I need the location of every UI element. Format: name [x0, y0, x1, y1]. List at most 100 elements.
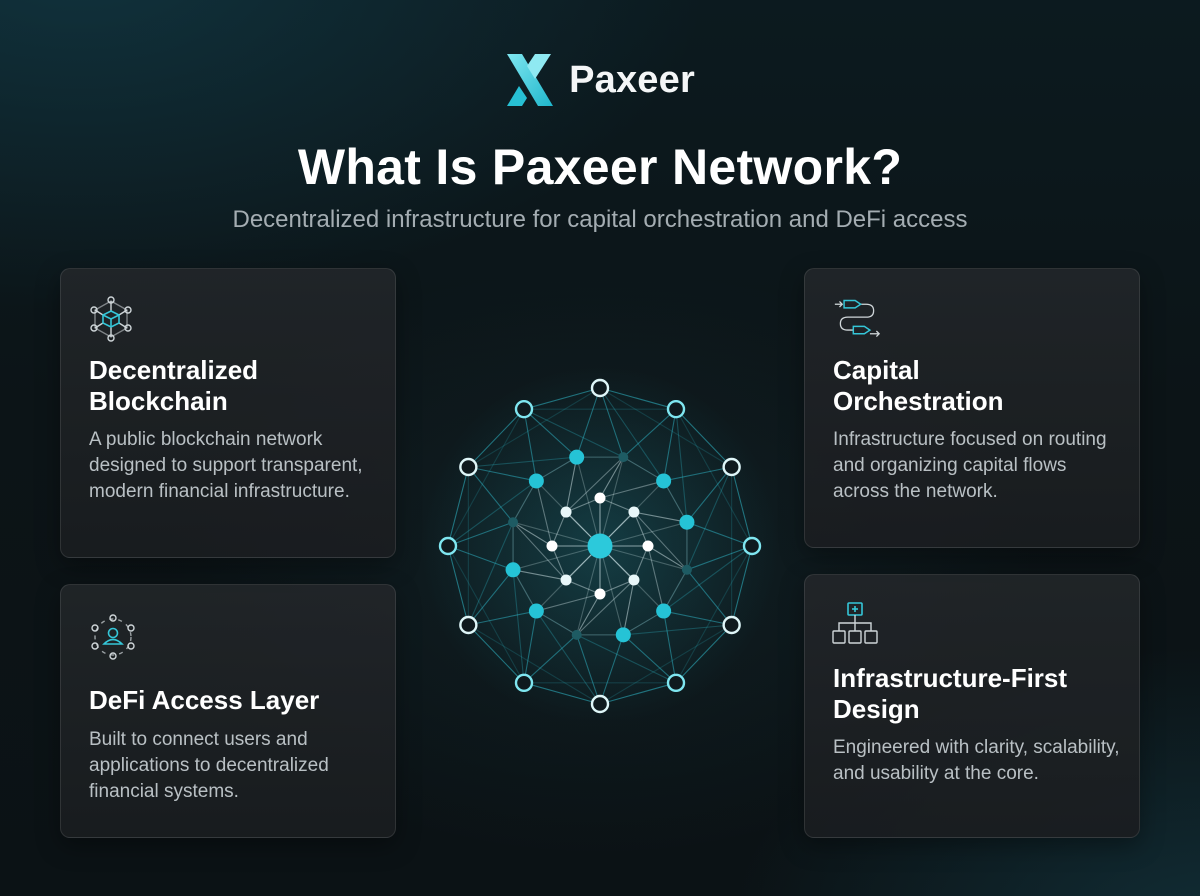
network-edge	[447, 545, 514, 571]
network-edge	[468, 624, 601, 705]
network-node-mid	[569, 449, 585, 465]
network-edge	[512, 569, 537, 612]
card-description: Infrastructure focused on routing and or…	[833, 429, 1107, 502]
network-node-outer	[742, 536, 762, 556]
network-edge	[647, 545, 688, 571]
network-edge	[663, 610, 732, 626]
network-node-inner	[560, 506, 572, 518]
network-node-outer	[590, 378, 610, 398]
network-edge	[599, 387, 732, 468]
network-edge	[523, 408, 624, 458]
network-edge	[565, 497, 601, 513]
page-title: What Is Paxeer Network?	[297, 139, 903, 195]
network-edge	[623, 624, 732, 636]
network-edge	[576, 456, 601, 547]
network-edge	[467, 624, 525, 684]
network-edge	[633, 511, 688, 571]
network-edge	[576, 634, 677, 684]
network-edge	[731, 466, 753, 547]
network-node-mid	[528, 473, 544, 489]
network-edge	[576, 579, 635, 636]
paxeer-x-logo-icon	[507, 54, 554, 106]
network-node-inner	[546, 540, 558, 552]
network-edge	[467, 408, 525, 468]
network-edge	[512, 521, 601, 547]
network-edge	[447, 480, 537, 547]
network-edge	[622, 579, 635, 635]
network-edge	[512, 521, 567, 581]
network-edge	[686, 466, 733, 523]
network-edge	[663, 466, 732, 482]
network-edge	[599, 480, 664, 499]
network-edge	[599, 521, 688, 547]
network-edge	[535, 610, 601, 705]
network-edge	[599, 545, 688, 571]
network-edge	[536, 456, 577, 482]
network-edge	[599, 387, 624, 458]
network-node-inner	[594, 492, 606, 504]
network-edge	[675, 408, 753, 547]
network-node-mid	[571, 629, 582, 640]
network-node-outer	[722, 457, 741, 477]
network-edge	[512, 569, 525, 683]
network-edge	[447, 521, 514, 547]
network-edge	[447, 408, 525, 547]
network-edge	[512, 569, 567, 581]
network-edge	[633, 511, 688, 523]
network-node-outer	[438, 536, 458, 556]
network-edge	[599, 387, 677, 410]
network-edge	[468, 456, 577, 468]
network-node-mid	[618, 452, 629, 463]
network-node-mid	[508, 517, 519, 528]
network-edge	[512, 545, 601, 571]
network-edge	[622, 634, 677, 684]
network-edge	[599, 634, 624, 705]
network-node-inner	[642, 540, 654, 552]
network-edge	[536, 610, 577, 636]
network-edge	[565, 457, 578, 513]
network-edge	[675, 408, 733, 468]
network-edge	[447, 545, 469, 626]
network-edge	[512, 521, 553, 547]
network-edge	[565, 456, 624, 513]
network-edge	[576, 634, 601, 705]
network-edge	[663, 569, 688, 612]
network-edge	[512, 480, 537, 523]
network-node-outer	[590, 694, 610, 714]
network-edge	[599, 456, 624, 547]
network-edge	[536, 593, 601, 612]
network-node-inner	[628, 506, 640, 518]
network-edge	[599, 497, 635, 513]
network-edge	[523, 634, 578, 684]
network-edge	[675, 545, 753, 684]
network-node-outer	[459, 615, 478, 635]
network-node-outer	[514, 673, 534, 693]
network-edge	[675, 624, 733, 684]
user-network-icon	[91, 614, 135, 660]
flow-routing-icon	[834, 299, 881, 337]
card-description: A public blockchain network designed to …	[89, 429, 363, 502]
network-node-inner	[594, 588, 606, 600]
network-edge	[523, 610, 537, 683]
network-edge	[686, 545, 753, 571]
network-edge	[647, 545, 665, 612]
network-node-inner	[560, 574, 572, 586]
network-edge	[663, 610, 677, 683]
network-edge	[523, 409, 537, 482]
network-node-mid	[615, 627, 631, 643]
network-edge	[663, 480, 688, 523]
network-edge	[551, 511, 567, 547]
card-description: Built to connect users and applications …	[89, 729, 329, 802]
network-edge	[686, 521, 753, 547]
cube-network-icon	[90, 296, 132, 342]
network-node-center	[587, 533, 613, 559]
network-edge	[576, 545, 601, 636]
network-edge	[731, 545, 753, 626]
network-graph-icon	[420, 366, 780, 720]
network-edge	[663, 409, 677, 482]
network-edge	[633, 511, 649, 547]
network-edge	[599, 387, 665, 482]
